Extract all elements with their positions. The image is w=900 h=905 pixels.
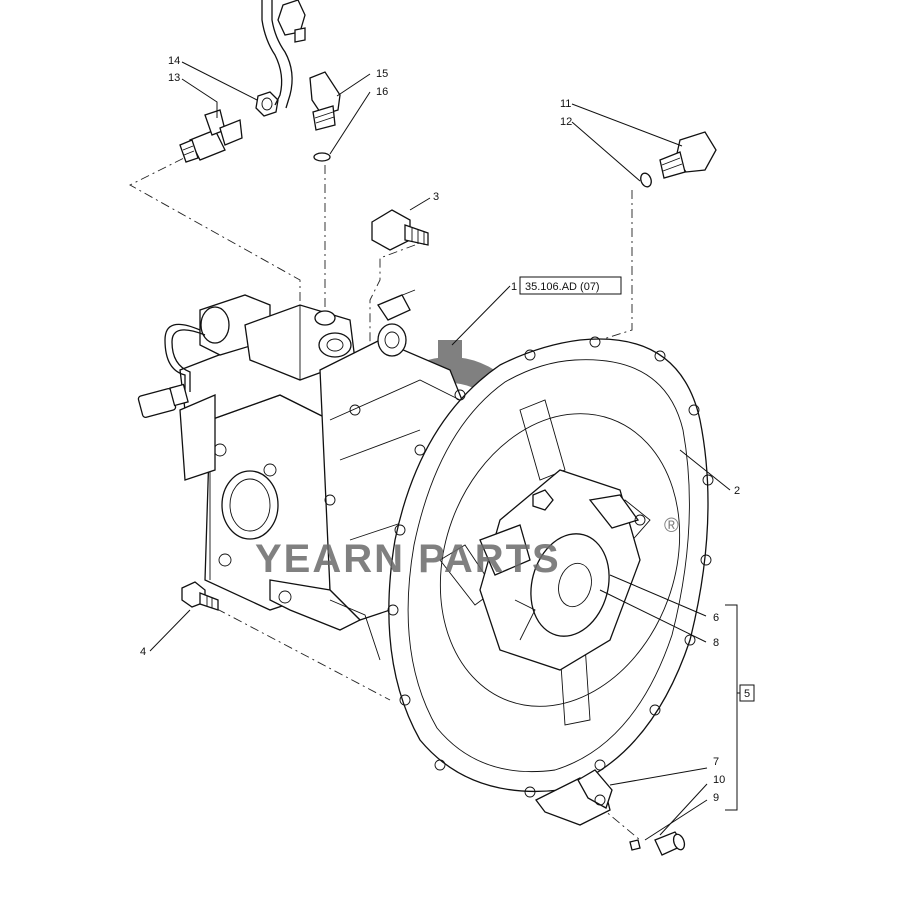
callout-15: 15 [376,68,388,80]
watermark-registered: ® [664,515,679,537]
bracket-7 [535,769,613,826]
callout-6: 6 [713,612,719,624]
hydraulic-hose [261,0,306,109]
callout-11: 11 [560,98,571,110]
o-ring-16 [313,152,331,162]
callout-2: 2 [734,485,740,497]
reference-code: 35.106.AD (07) [525,281,600,293]
bolt-3 [371,209,429,251]
callout-8: 8 [713,637,719,649]
callout-1: 1 [511,281,517,293]
callout-12: 12 [560,116,572,128]
leader-lines [149,61,742,841]
callout-13: 13 [168,72,180,84]
callout-14: 14 [168,55,180,67]
coupling-hub [479,469,646,671]
callout-16: 16 [376,86,388,98]
callout-9: 9 [713,792,719,804]
watermark-text: YEARN PARTS ® [255,515,679,581]
o-ring-12 [640,172,652,188]
callout-labels: 14 13 15 16 11 12 3 1 2 6 8 4 7 10 9 5 [140,55,755,804]
pin-9 [654,831,686,856]
tee-fitting-13 [179,109,243,163]
watermark-brand: YEARN PARTS [255,537,561,581]
callout-5: 5 [744,688,750,700]
plug-11 [659,131,717,179]
callout-3: 3 [433,191,439,203]
callout-7: 7 [713,756,719,768]
bolt-4 [181,581,219,611]
elbow-fitting-15 [309,71,341,131]
nut-14 [255,91,279,117]
callout-4: 4 [140,646,146,658]
callout-10: 10 [713,774,725,786]
hydraulic-pump-body [137,289,471,661]
pin-10 [629,839,641,851]
reference-box: 35.106.AD (07) [519,276,622,295]
